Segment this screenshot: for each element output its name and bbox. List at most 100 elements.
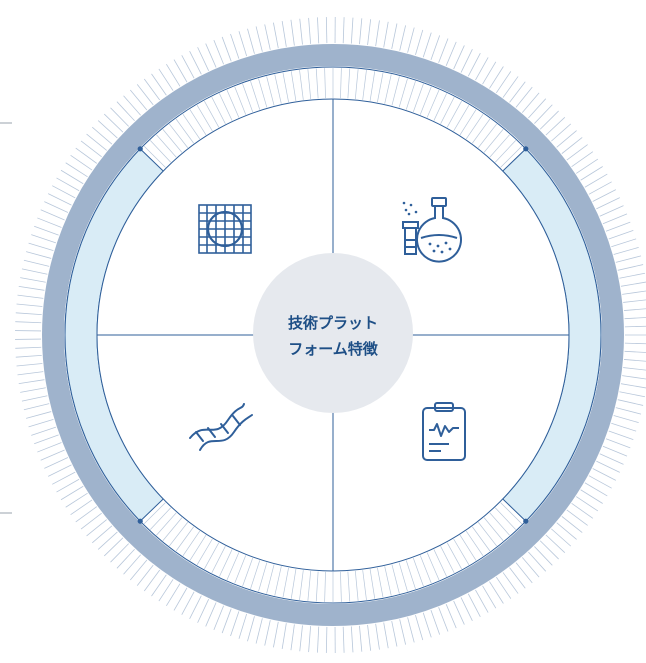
hatch-line <box>359 18 363 45</box>
hatch-line <box>545 117 566 136</box>
hatch-line <box>189 534 207 561</box>
hatch-line <box>453 538 470 565</box>
hatch-line <box>247 616 255 642</box>
hatch-line <box>169 123 189 148</box>
hatch-line <box>453 105 470 132</box>
hatch-line <box>561 137 583 154</box>
hatch-line <box>384 566 392 596</box>
band-end-dot <box>137 146 143 152</box>
hatch-line <box>495 576 512 599</box>
hatch-line <box>584 173 608 188</box>
hatch-line <box>369 569 376 599</box>
hatch-line <box>23 403 50 411</box>
hatch-line <box>65 492 88 508</box>
hatch-line <box>80 512 102 530</box>
hatch-line <box>143 78 161 101</box>
hatch-line <box>605 438 631 449</box>
hatch-line <box>325 17 328 44</box>
hatch-line <box>20 277 46 283</box>
hatch-line <box>521 92 540 113</box>
hatch-line <box>211 546 226 574</box>
hatch-line <box>86 519 107 537</box>
hatch-line <box>430 35 441 61</box>
hatch-line <box>17 294 44 299</box>
hatch-line <box>602 445 628 457</box>
hatch-line <box>315 571 319 602</box>
hatch-line <box>489 512 510 536</box>
hatch-line <box>204 100 220 128</box>
hatch-line <box>31 234 57 244</box>
hatch-line <box>92 126 113 145</box>
hatch-line <box>181 55 195 79</box>
hatch-line <box>426 552 440 581</box>
hatch-line <box>575 158 599 174</box>
hatched-outer-ring <box>15 17 646 653</box>
hatch-line <box>545 534 566 553</box>
hatch-line <box>624 342 646 345</box>
hatch-line <box>149 507 172 530</box>
hatch-line <box>151 73 167 96</box>
hatch-line <box>290 71 297 101</box>
hatch-line <box>350 17 354 44</box>
hatch-line <box>247 28 255 54</box>
hatch-line <box>620 383 646 389</box>
hatch-line <box>158 579 174 602</box>
hatch-line <box>205 602 217 627</box>
flask-bubbles-icon <box>402 201 452 254</box>
hatch-line <box>281 21 287 47</box>
hatch-line <box>182 113 201 140</box>
hatch-line <box>354 69 359 100</box>
hatch-line <box>399 25 407 51</box>
hatch-line <box>398 562 408 592</box>
hatch-line <box>28 242 54 251</box>
hatch-line <box>143 145 166 168</box>
hatch-line <box>149 140 172 163</box>
hatch-line <box>556 130 577 148</box>
hatch-line <box>465 530 484 557</box>
hatch-line <box>405 560 416 590</box>
hatch-line <box>255 26 263 52</box>
hatch-line <box>340 571 342 602</box>
hatch-line <box>362 70 367 100</box>
hatch-line <box>391 564 400 594</box>
hatch-line <box>367 19 372 46</box>
hatch-line <box>110 107 129 127</box>
hatch-line <box>375 20 380 47</box>
hatch-line <box>475 57 489 81</box>
hatch-line <box>317 626 320 653</box>
hatch-line <box>539 110 559 130</box>
hatch-line <box>238 613 248 639</box>
hatch-line <box>619 391 646 398</box>
hatch-line <box>502 76 519 98</box>
hatch-line <box>242 557 254 587</box>
hatch-line <box>383 622 389 649</box>
band-end-dot <box>137 518 143 524</box>
hatch-line <box>415 29 424 55</box>
hatch-line <box>44 201 69 213</box>
hatch-line <box>189 109 207 136</box>
hatch-line <box>623 308 646 311</box>
hatch-line <box>136 84 154 106</box>
hatch-line <box>362 570 367 600</box>
hatch-line <box>467 53 481 77</box>
hatch-line <box>500 145 523 168</box>
hatch-line <box>169 522 189 547</box>
hatch-line <box>221 36 232 62</box>
hatch-line <box>197 599 210 623</box>
hatch-line <box>624 317 646 320</box>
hatch-line <box>354 570 359 601</box>
hatch-line <box>307 570 312 601</box>
hatch-line <box>342 626 345 653</box>
hatch-line <box>290 19 295 46</box>
hatch-line <box>419 555 432 584</box>
hatch-line <box>162 129 183 153</box>
hatch-line <box>482 585 497 609</box>
hatch-line <box>340 68 342 99</box>
hatch-line <box>166 63 181 87</box>
hatch-line <box>110 543 129 563</box>
hatch-line <box>34 225 59 236</box>
hatch-line <box>60 485 84 501</box>
hatch-line <box>181 591 195 615</box>
hatch-line <box>624 350 646 353</box>
hatch-line <box>617 264 644 271</box>
